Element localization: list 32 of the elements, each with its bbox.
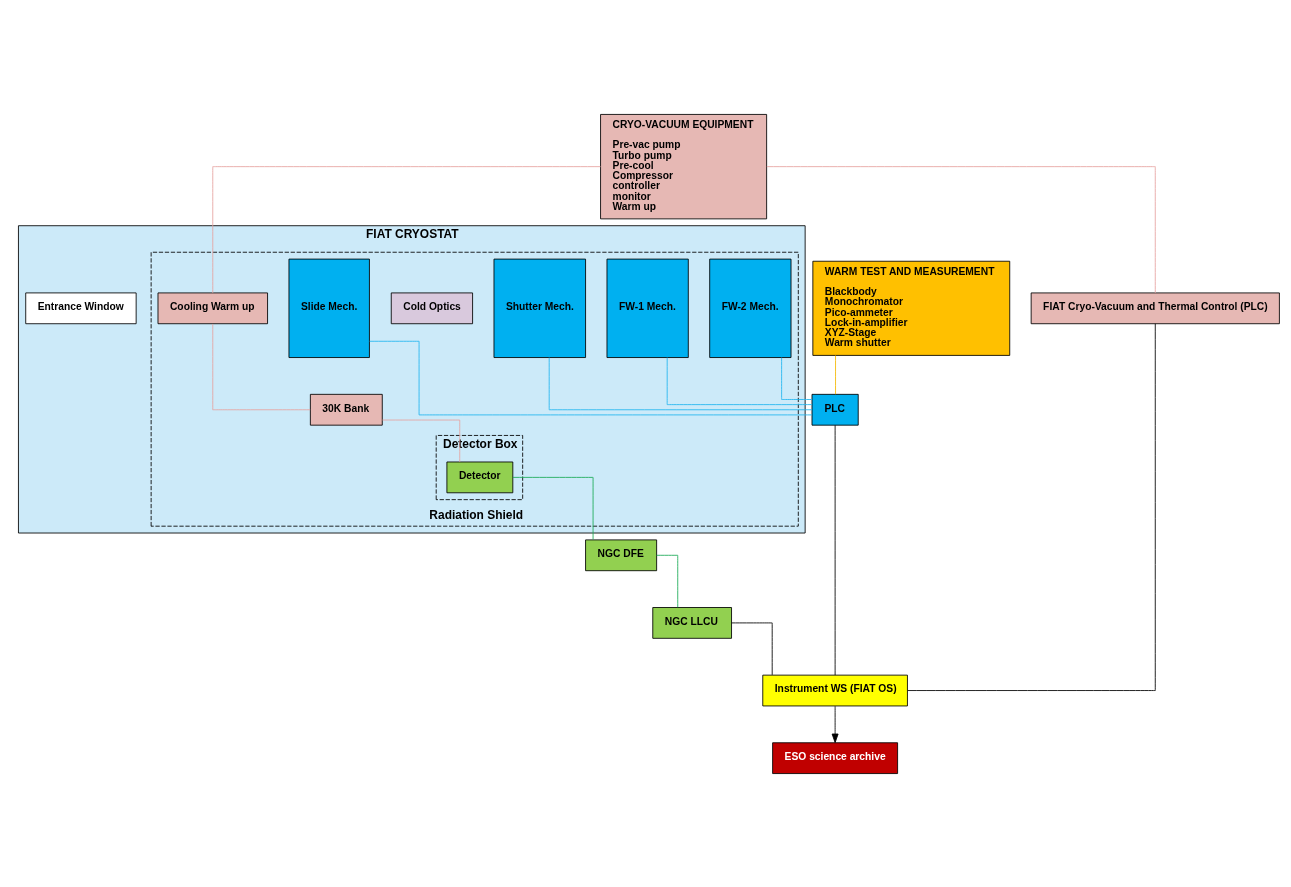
connector [656,554,679,608]
node-box: NGC LLCU [652,606,732,639]
node-box: Slide Mech. [288,258,370,358]
node-box: CRYO-VACUUM EQUIPMENT Pre-vac pump Turbo pump Pre-cool Compressor controller monitor Warm up [600,113,768,219]
connector [766,165,1156,293]
node-box: NGC DFE [585,538,658,571]
node-box: WARM TEST AND MEASUREMENT Blackbody Monochromator Pico-ammeter Lock-in-amplifier XYZ-Stage Warm shutter [812,260,1011,356]
node-box: Detector [446,461,514,493]
node-box: FW-2 Mech. [709,258,792,358]
node-box: Shutter Mech. [493,258,586,358]
connector [834,424,836,675]
connector [212,165,601,293]
node-box: Cold Optics [390,292,473,324]
node-box: Instrument WS (FIAT OS) [762,674,908,706]
connector [369,340,813,415]
connector [212,323,311,410]
node-box: Entrance Window [25,292,137,324]
node-box: FW-1 Mech. [606,258,689,358]
connector [382,419,461,462]
connector [907,322,1156,691]
node-box: ESO science archive [772,741,899,774]
connector [835,354,836,395]
connector [666,356,813,405]
node-box: PLC [811,393,859,426]
connector [512,476,594,540]
arrow [831,705,839,743]
connector [731,622,773,675]
node-box: 30K Bank [309,393,383,426]
connector [781,356,813,400]
node-box: Cooling Warm up [157,292,268,324]
node-box: FIAT Cryo-Vacuum and Thermal Control (PLC) [1030,292,1280,324]
connector [548,356,813,410]
